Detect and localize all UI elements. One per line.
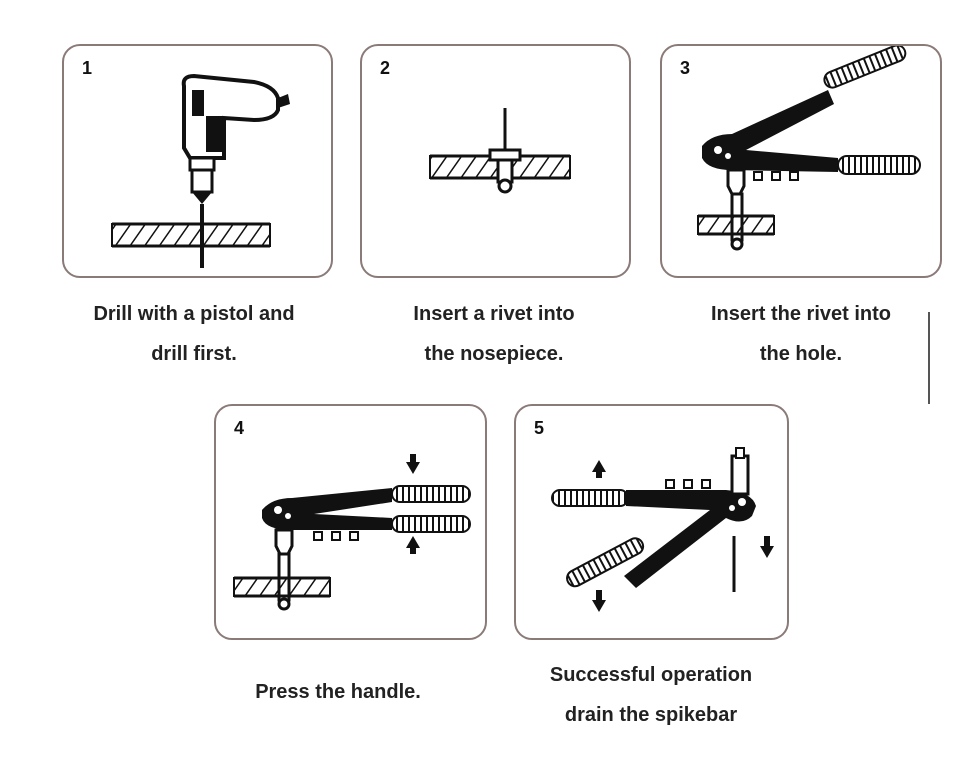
edge-line — [928, 312, 930, 404]
step-5-caption-line1: Successful operation — [549, 664, 753, 686]
step-2-panel: 2 — [360, 44, 631, 278]
step-2-number: 2 — [380, 58, 391, 78]
step-4-caption-line1: Press the handle. — [255, 681, 421, 703]
rivet-gun-illustration — [697, 46, 921, 251]
rivet-gun-icon — [262, 485, 471, 611]
step-3-caption-line1: Insert the rivet into — [710, 303, 892, 325]
drill-illustration — [111, 73, 290, 268]
step-4-caption: Press the handle. — [196, 672, 480, 712]
step-3-caption: Insert the rivet into the hole. — [660, 294, 942, 374]
step-3-number: 3 — [680, 58, 691, 78]
step-2-caption: Insert a rivet into the nosepiece. — [352, 294, 636, 374]
step-5-caption: Successful operation drain the spikebar — [506, 655, 796, 735]
arrow-up-icon — [592, 460, 606, 478]
step-2-caption-line2: the nosepiece. — [424, 343, 564, 365]
step-1-panel: 1 — [62, 44, 333, 278]
arrow-down-icon — [760, 536, 774, 558]
plate — [233, 576, 331, 598]
drill-icon — [181, 73, 290, 268]
step-3-caption-line2: the hole. — [759, 343, 843, 365]
step-1-caption-line1: Drill with a pistol and — [93, 303, 295, 325]
step-1-caption: Drill with a pistol and drill first. — [52, 294, 336, 374]
step-1-number: 1 — [82, 58, 93, 78]
rivet-gun-icon — [551, 447, 756, 592]
arrow-up-icon — [406, 536, 420, 554]
workpiece-plate — [111, 222, 271, 248]
step-5-panel: 5 — [514, 404, 789, 640]
rivet-gun-icon — [702, 46, 921, 251]
press-handle-illustration — [233, 454, 471, 611]
plate — [697, 214, 775, 236]
step-1-caption-line2: drill first. — [151, 343, 237, 365]
step-5-number: 5 — [534, 418, 545, 438]
arrow-down-icon — [406, 454, 420, 474]
arrow-down-icon — [592, 590, 606, 612]
step-4-number: 4 — [234, 418, 245, 438]
step-4-panel: 4 — [214, 404, 487, 640]
step-3-panel: 3 — [660, 44, 942, 278]
rivet-icon — [488, 108, 522, 194]
step-2-caption-line1: Insert a rivet into — [413, 303, 575, 325]
rivet-illustration — [429, 108, 571, 194]
step-5-caption-line2: drain the spikebar — [564, 704, 738, 726]
release-illustration — [551, 447, 774, 612]
